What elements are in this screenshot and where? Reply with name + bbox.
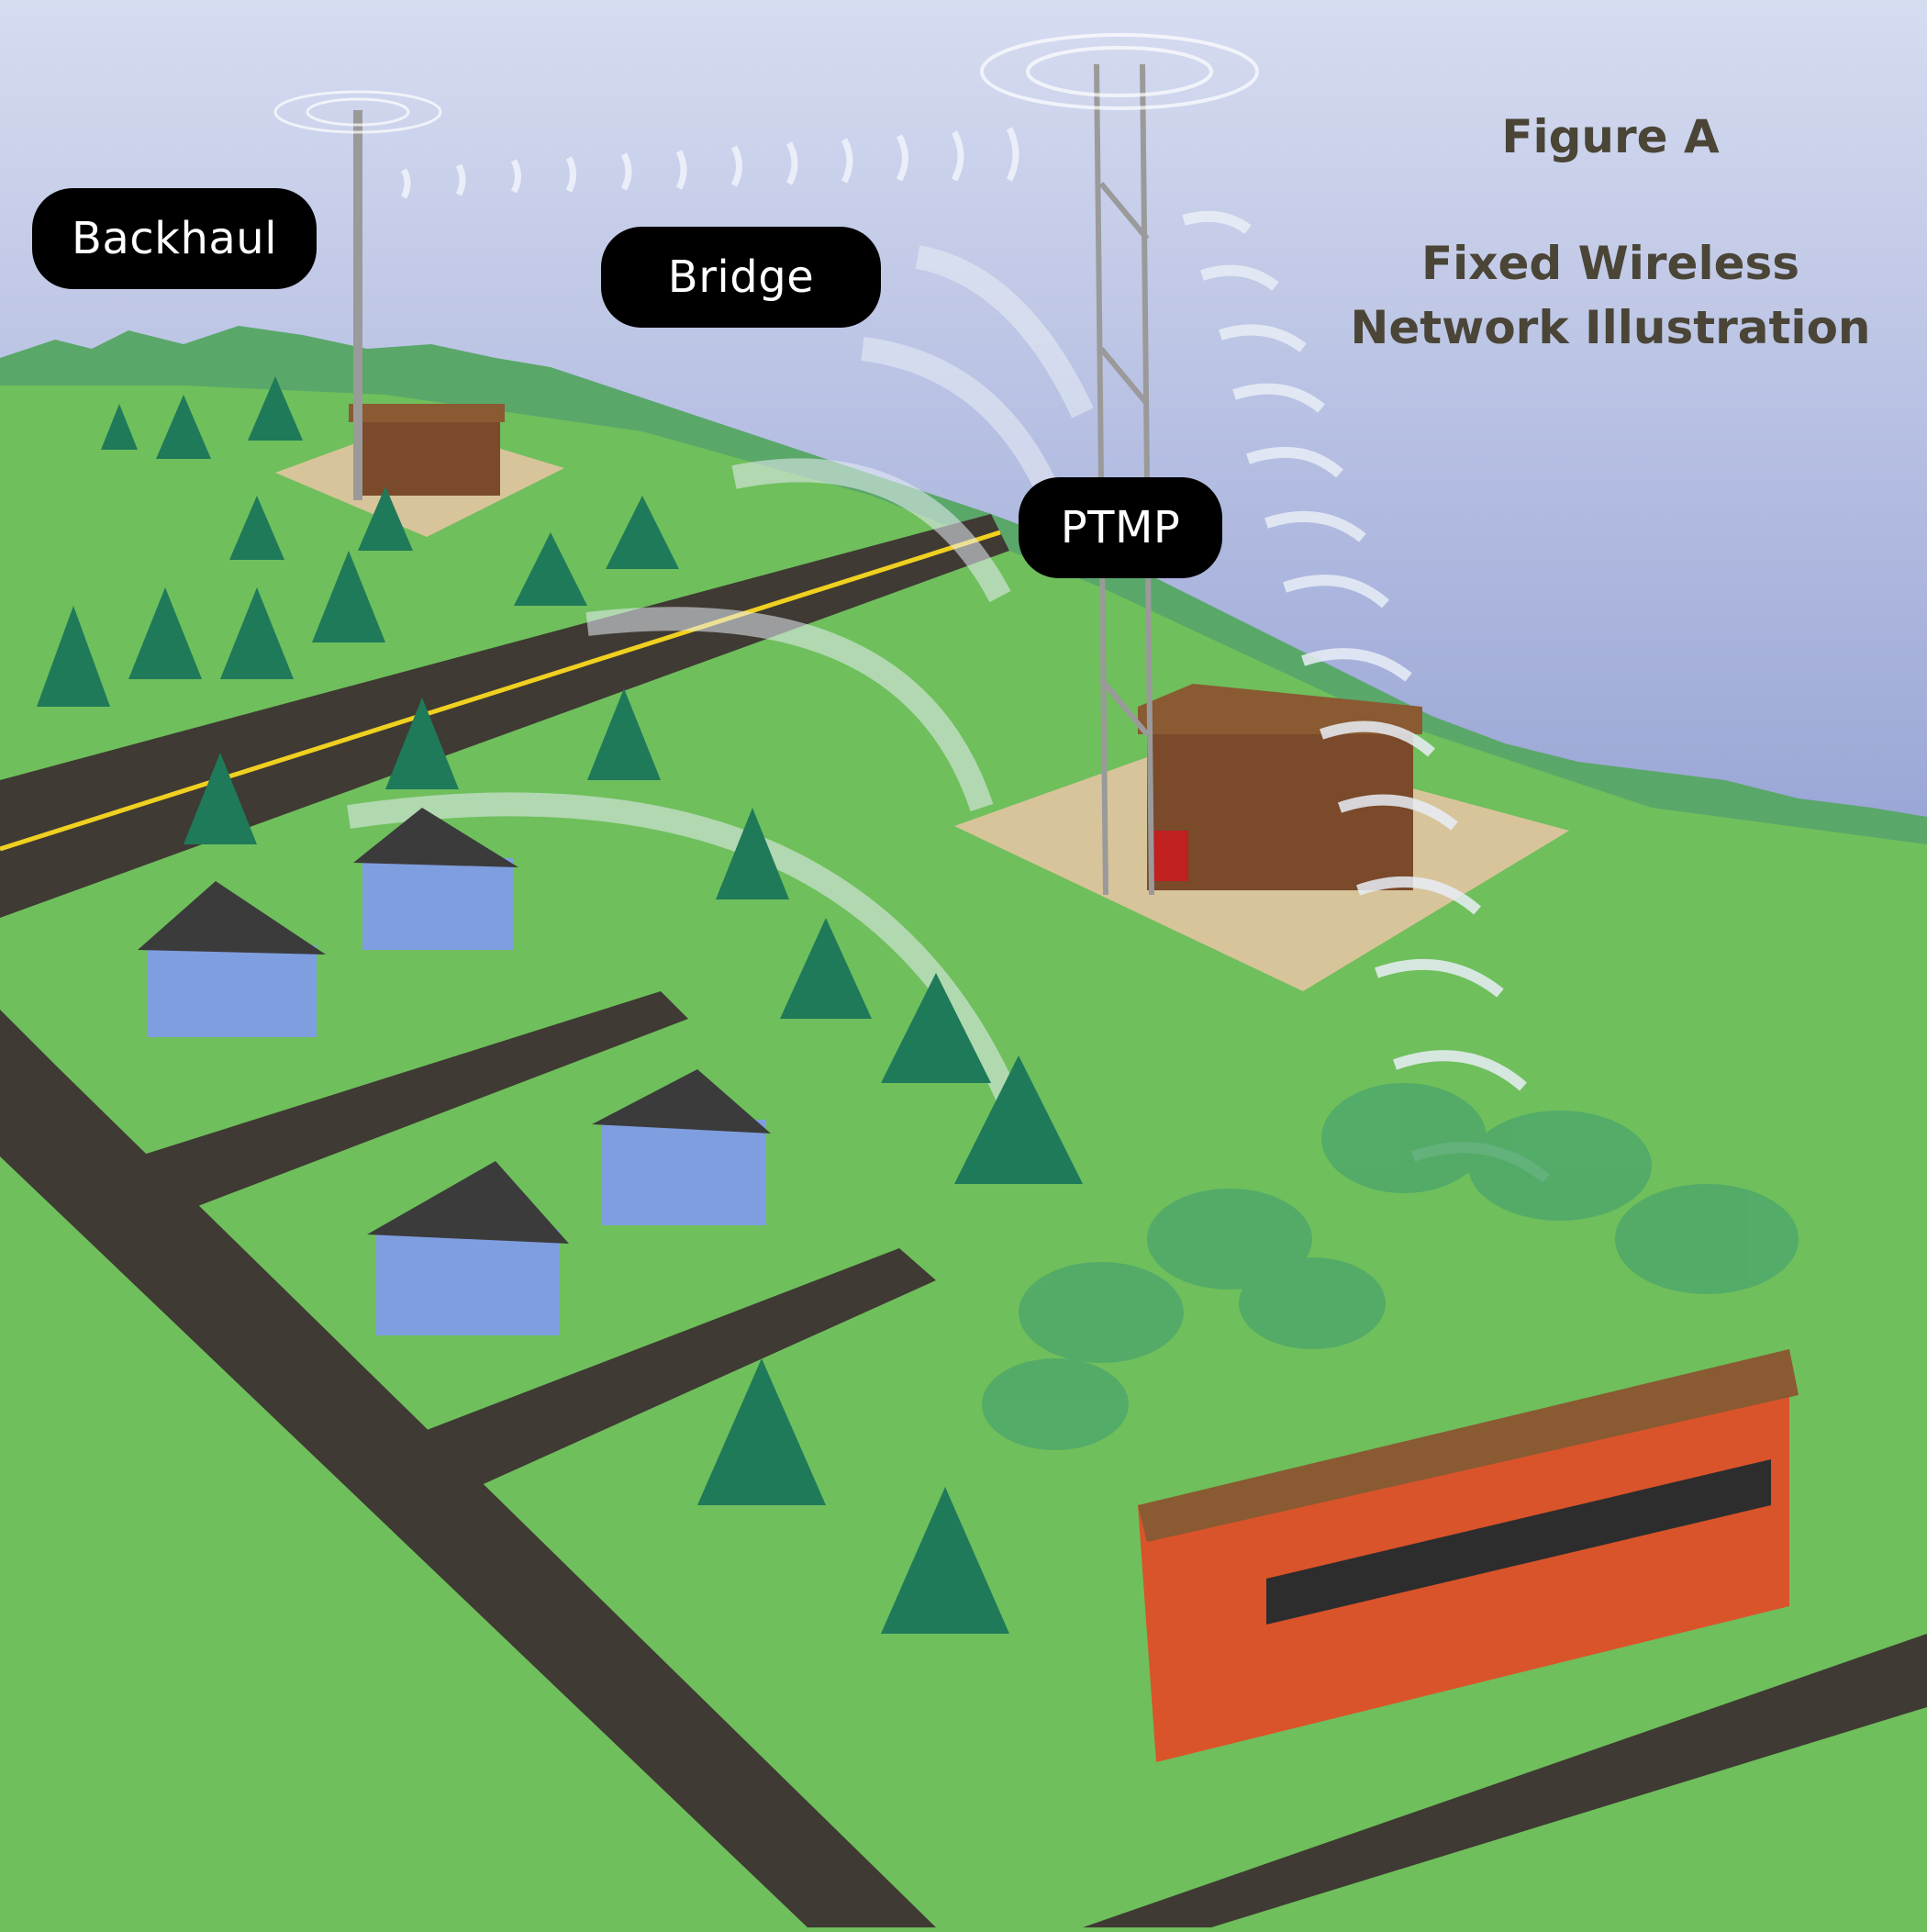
figure-title-block: Figure A Fixed Wireless Network Illustra… (1321, 110, 1899, 360)
side-road-1 (138, 991, 688, 1212)
house-2 (353, 808, 518, 950)
figure-title-line-2: Network Illustration (1350, 301, 1871, 354)
side-road-2 (422, 1248, 936, 1487)
backhaul-label: Backhaul (32, 188, 317, 289)
backhaul-shed (353, 408, 500, 496)
figure-label: Figure A (1501, 110, 1720, 163)
deciduous-trees (982, 1083, 1799, 1450)
house-1 (138, 881, 326, 1037)
road-bottom-right (1083, 1634, 1927, 1927)
figure-title-line-1: Fixed Wireless (1420, 237, 1800, 290)
bridge-label: Bridge (601, 227, 881, 328)
backhaul-signal-link (400, 127, 1019, 199)
school-building (1138, 1349, 1799, 1762)
house-4 (367, 1161, 569, 1335)
house-3 (592, 1069, 771, 1225)
highway-centerline (0, 530, 1001, 852)
ptmp-label: PTMP (1019, 477, 1222, 578)
conifer-trees (37, 376, 1083, 1634)
